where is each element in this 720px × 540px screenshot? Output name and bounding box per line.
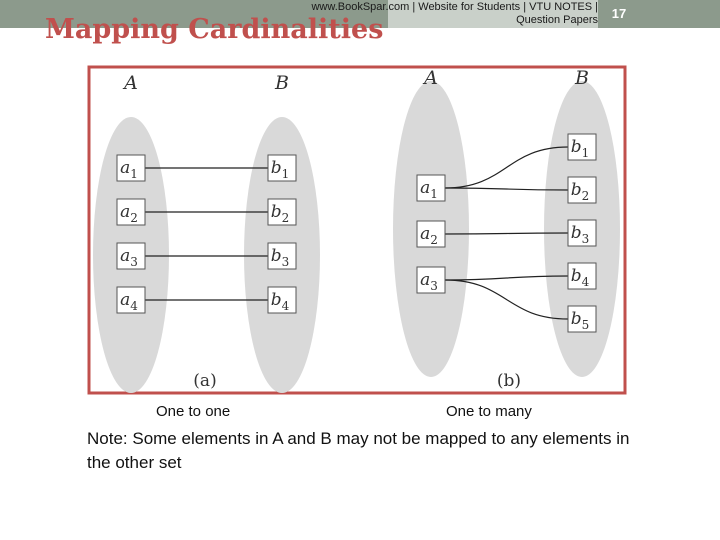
- left-a-element-label: a4: [120, 290, 138, 313]
- slide-title: Mapping Cardinalities: [45, 14, 384, 45]
- right-set-b-label: B: [574, 67, 589, 89]
- left-sub-label: (a): [193, 371, 216, 391]
- note-text: Note: Some elements in A and B may not b…: [87, 429, 630, 472]
- right-b-element-box: [567, 262, 597, 290]
- right-mapping-line: [444, 232, 569, 235]
- right-mapping-line: [444, 187, 569, 191]
- left-b-element-label: b4: [271, 290, 290, 313]
- left-a-element-label: a2: [120, 202, 138, 225]
- right-a-element-box: [416, 266, 446, 294]
- left-b-element-box: [267, 286, 297, 314]
- right-a-element-box: [416, 174, 446, 202]
- left-b-element-label: b3: [271, 246, 290, 269]
- caption-one-to-many: One to many: [446, 403, 532, 420]
- left-a-element-box: [116, 198, 146, 226]
- left-b-element-box: [267, 242, 297, 270]
- right-a-element-label: a1: [420, 178, 438, 201]
- right-a-element-label: a3: [420, 270, 438, 293]
- top-bar-highlight: [388, 0, 598, 28]
- mapping-diagram: A B (a) a1 a2 a3 a4 b1 b2 b3 b4 A B (b) a1 a2 a3 b1 b2 b3 b4…: [87, 65, 627, 395]
- right-b-element-label: b1: [571, 137, 590, 160]
- left-a-element-box: [116, 286, 146, 314]
- left-a-element-box: [116, 154, 146, 182]
- left-b-element-label: b2: [271, 202, 290, 225]
- left-set-a-label: A: [122, 72, 138, 94]
- right-b-element-label: b3: [571, 223, 590, 246]
- mapping-figure: A B (a) a1 a2 a3 a4 b1 b2 b3 b4 A B (b) a1 a2 a3 b1 b2 b3 b4…: [87, 65, 627, 395]
- top-bar: [0, 0, 720, 28]
- left-set-b-label: B: [274, 72, 289, 94]
- right-b-element-label: b2: [571, 180, 590, 203]
- left-a-element-label: a3: [120, 246, 138, 269]
- slide-number: 17: [611, 6, 627, 21]
- right-b-element-box: [567, 176, 597, 204]
- right-a-element-label: a2: [420, 224, 438, 247]
- left-b-element-box: [267, 154, 297, 182]
- caption-one-to-one: One to one: [156, 403, 231, 420]
- left-b-element-box: [267, 198, 297, 226]
- right-mapping-line: [444, 146, 569, 189]
- header-note: www.BookSpar.com | Website for Students …: [311, 1, 598, 26]
- figure-frame: [87, 65, 627, 395]
- right-a-element-box: [416, 220, 446, 248]
- left-a-element-box: [116, 242, 146, 270]
- right-mapping-line: [444, 275, 569, 281]
- right-b-element-box: [567, 305, 597, 333]
- right-b-element-label: b5: [571, 309, 590, 332]
- right-set-a-label: A: [422, 67, 438, 89]
- left-a-element-label: a1: [120, 158, 138, 181]
- right-b-element-box: [567, 219, 597, 247]
- right-sub-label: (b): [497, 371, 521, 391]
- right-mapping-line: [444, 279, 569, 320]
- left-b-element-label: b1: [271, 158, 290, 181]
- right-b-element-box: [567, 133, 597, 161]
- right-b-element-label: b4: [571, 266, 590, 289]
